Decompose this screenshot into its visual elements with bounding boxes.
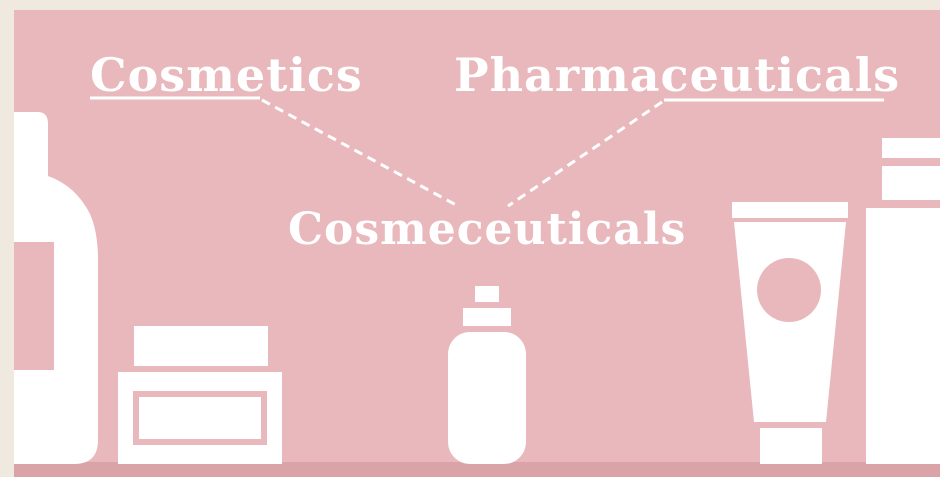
serum-bottle-icon bbox=[448, 286, 526, 464]
squeeze-tube-icon bbox=[732, 202, 848, 464]
pharmaceuticals-label: Pharmaceuticals bbox=[454, 48, 901, 102]
shelf bbox=[14, 462, 940, 477]
right-connector-line bbox=[507, 100, 663, 208]
cosmetics-label: Cosmetics bbox=[90, 48, 363, 102]
left-connector-line bbox=[261, 98, 459, 208]
cosmeceuticals-label: Cosmeceuticals bbox=[288, 204, 687, 255]
pill-bottle-icon bbox=[866, 138, 940, 464]
illustration-panel: Cosmetics Pharmaceuticals Cosmeceuticals bbox=[14, 10, 940, 477]
lotion-bottle-icon bbox=[14, 112, 98, 464]
cream-jar-icon bbox=[118, 326, 282, 464]
product-illustration bbox=[14, 10, 940, 477]
